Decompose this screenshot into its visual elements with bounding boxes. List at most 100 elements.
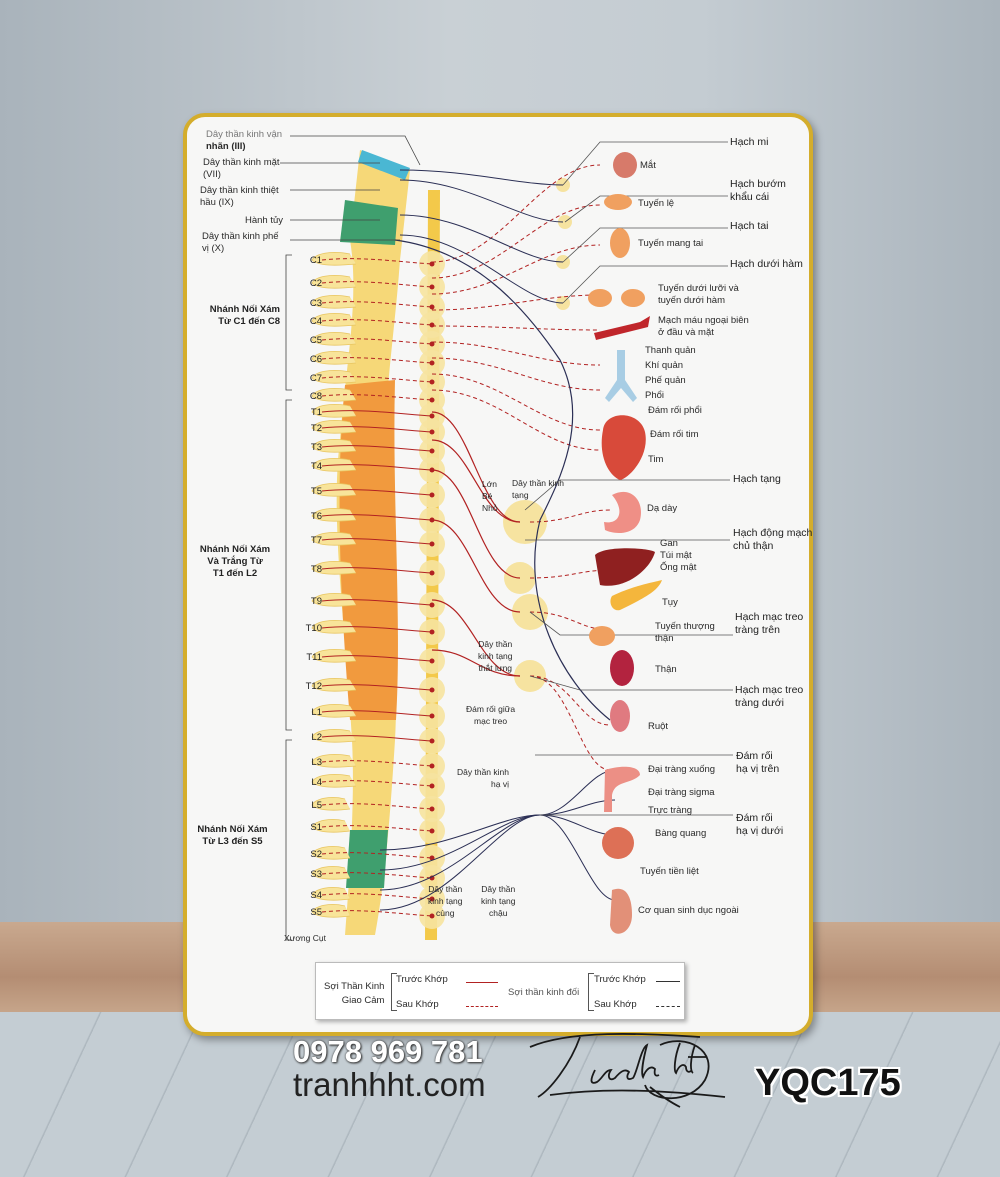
label-line: chậu [489, 908, 508, 918]
ramus-fiber [321, 780, 433, 787]
vertebra-label: L1 [311, 707, 322, 718]
intestine-organ [610, 700, 630, 732]
label-line: Mạch máu ngoại biên [658, 315, 749, 326]
legend-pre-symp-line [466, 982, 498, 983]
adrenal-gland [589, 626, 615, 646]
label-rectum: Trực tràng [648, 805, 693, 816]
legend-pre-para-line [656, 981, 680, 982]
legend-parasympathetic: Sợi thần kinh đối [508, 987, 580, 998]
pancreas-organ [610, 580, 662, 611]
splanchnic-nerve [431, 519, 521, 613]
ganglion-dot [429, 304, 435, 310]
ramus-fiber [321, 464, 433, 471]
label-line: Hạch mạc treo [735, 684, 804, 696]
label-line: Giao Cảm [341, 995, 385, 1006]
label-bladder: Bàng quang [655, 828, 707, 839]
ganglion-dot [429, 783, 435, 789]
ganglion-dot [429, 397, 435, 403]
label-sigmoid: Đại tràng sigma [648, 787, 715, 798]
vertebra-label: T7 [310, 535, 322, 546]
label-line: cùng [436, 908, 455, 918]
ramus-fiber [321, 760, 433, 767]
liver-organ [595, 548, 655, 586]
postganglionic-fiber [431, 341, 601, 366]
poster-frame [183, 113, 813, 1036]
leader-line [562, 141, 728, 186]
leader-line [564, 195, 728, 223]
label-lungs: Phổi [645, 390, 665, 401]
ramus-fiber [321, 338, 433, 345]
label-coccyx: Xương Cụt [284, 933, 326, 943]
ramus-fiber [321, 872, 433, 879]
kidney-organ [610, 650, 634, 686]
vertebra-label: L4 [311, 777, 322, 788]
splanchnic-nerve [431, 469, 521, 579]
ramus-fiber [321, 599, 433, 606]
ganglion-dot [429, 896, 435, 902]
label-line: kinh tạng [428, 896, 463, 906]
label-line: chủ thận [733, 540, 774, 552]
label-parotid: Tuyến mang tai [638, 238, 704, 249]
legend-pre-para: Trước Khớp [594, 974, 646, 985]
label-line: Hạch bướm [730, 178, 786, 190]
vertebra-label: T10 [305, 623, 322, 634]
vertebra-process [311, 351, 357, 365]
label-line: kinh tạng [481, 896, 516, 906]
group-bracket [285, 399, 292, 731]
postganglionic-fiber [431, 204, 601, 279]
organ-fiber [529, 509, 611, 523]
label-larynx: Thanh quản [645, 345, 696, 356]
ganglion-dot [429, 763, 435, 769]
vertebra-label: L2 [311, 732, 322, 743]
signature-logo [529, 1033, 726, 1108]
label-line: hạ vị dưới [736, 825, 784, 837]
vertebra-label: T3 [310, 442, 322, 453]
leader-line [529, 611, 733, 636]
vertebra-process [311, 332, 357, 346]
splanchnic-nerve [431, 411, 521, 523]
label-heart: Tim [648, 454, 664, 465]
label-line: hạ vị trên [736, 763, 780, 775]
label-line: Đám rối [736, 750, 773, 762]
cranial-nerve [399, 179, 564, 223]
ganglion-dot [429, 806, 435, 812]
label-medulla: Hành tủy [245, 215, 284, 226]
label-glossopharyngeal: Dây thần kinh thiệt [200, 185, 279, 196]
label-line: Hạch động mạch [733, 527, 813, 539]
label-bile-duct: Ống mật [660, 562, 697, 573]
group-line: Nhánh Nối Xám [199, 544, 271, 555]
organ-fiber [529, 675, 611, 726]
label-gallbladder: Túi mật [660, 550, 692, 561]
label-kidney: Thận [655, 664, 677, 675]
ganglion-dot [429, 379, 435, 385]
ramus-fiber [321, 852, 433, 859]
eye-organ [613, 152, 637, 178]
group-line: Từ L3 đến S5 [202, 836, 263, 847]
label-line: Lớn [482, 479, 498, 489]
website: tranhhht.com [293, 1066, 486, 1103]
label-line: Tuyến thượng [655, 621, 715, 632]
legend-post-para: Sau Khớp [594, 999, 637, 1010]
blood-vessel [594, 316, 650, 340]
label-bronchi: Phế quản [645, 375, 686, 386]
ramus-fiber [321, 735, 433, 742]
group-line: Từ C1 đến C8 [218, 316, 280, 327]
vertebra-process [311, 388, 357, 402]
postganglionic-fiber [431, 244, 601, 295]
label-line: ở đầu và mặt [658, 327, 714, 338]
vertebra-label: S1 [310, 822, 322, 833]
leader-line [562, 265, 728, 304]
vertebra-process [311, 295, 357, 309]
ramus-fiber [321, 426, 433, 433]
label-vagus-2: vị (X) [202, 243, 225, 254]
label-line: Bé [482, 491, 493, 501]
